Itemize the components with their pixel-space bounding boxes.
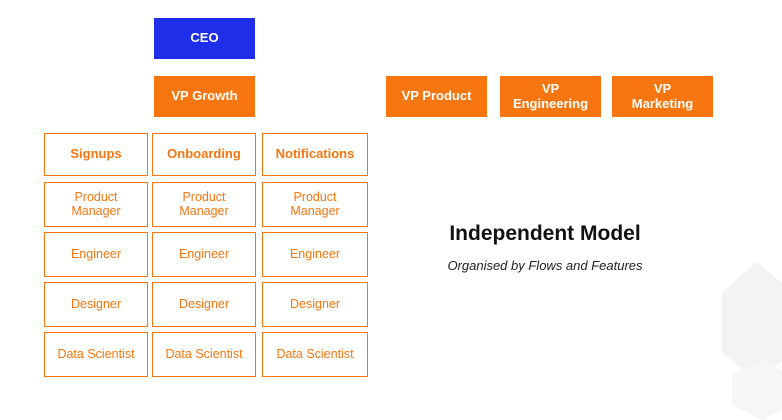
notifications-engineer-box: Engineer (262, 232, 368, 277)
onboarding-designer-box: Designer (152, 282, 256, 327)
vp-engineering-box: VP Engineering (500, 76, 601, 117)
ceo-box: CEO (154, 18, 255, 59)
onboarding-engineer-box: Engineer (152, 232, 256, 277)
vp-marketing-box: VP Marketing (612, 76, 713, 117)
notifications-product-manager-box: Product Manager (262, 182, 368, 227)
signups-engineer-box: Engineer (44, 232, 148, 277)
decorative-hexagon (722, 262, 782, 382)
vp-product-box: VP Product (386, 76, 487, 117)
team-signups-box: Signups (44, 133, 148, 176)
onboarding-data-scientist-box: Data Scientist (152, 332, 256, 377)
vp-growth-box: VP Growth (154, 76, 255, 117)
decorative-hexagon-small (732, 360, 782, 420)
team-notifications-box: Notifications (262, 133, 368, 176)
notifications-data-scientist-box: Data Scientist (262, 332, 368, 377)
signups-designer-box: Designer (44, 282, 148, 327)
signups-product-manager-box: Product Manager (44, 182, 148, 227)
model-title: Independent Model (449, 222, 641, 245)
model-subtitle: Organised by Flows and Features (447, 258, 643, 273)
team-onboarding-box: Onboarding (152, 133, 256, 176)
onboarding-product-manager-box: Product Manager (152, 182, 256, 227)
notifications-designer-box: Designer (262, 282, 368, 327)
signups-data-scientist-box: Data Scientist (44, 332, 148, 377)
